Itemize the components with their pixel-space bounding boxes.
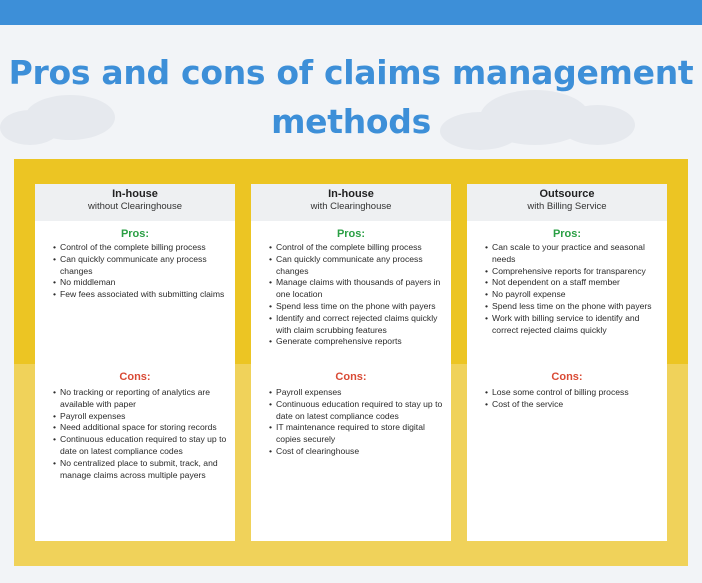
pros-item: Work with billing service to identify an… <box>467 313 667 337</box>
card-title: Outsource <box>539 188 595 200</box>
page-title: Pros and cons of claims management metho… <box>8 53 694 141</box>
cons-item: No centralized place to submit, track, a… <box>35 458 235 482</box>
pros-item: Spend less time on the phone with payers <box>467 301 667 313</box>
cons-item: Cost of clearinghouse <box>251 446 451 458</box>
cons-list: Lose some control of billing process Cos… <box>467 387 667 411</box>
cons-item: Continuous education required to stay up… <box>251 399 451 423</box>
pros-list: Control of the complete billing process … <box>251 242 451 348</box>
pros-item: Can scale to your practice and seasonal … <box>467 242 667 266</box>
cons-heading: Cons: <box>335 371 367 383</box>
card-header: In-house with Clearinghouse <box>251 184 451 221</box>
pros-item: Few fees associated with submitting clai… <box>35 289 235 301</box>
cons-list: Payroll expenses Continuous education re… <box>251 387 451 458</box>
cons-item: Payroll expenses <box>35 411 235 423</box>
cons-item: Lose some control of billing process <box>467 387 667 399</box>
card-subtitle: without Clearinghouse <box>87 201 182 212</box>
cloud-decoration-left-2 <box>0 110 60 145</box>
pros-item: Can quickly communicate any process chan… <box>35 254 235 278</box>
pros-item: Can quickly communicate any process chan… <box>251 254 451 278</box>
top-accent-bar <box>0 0 702 25</box>
cons-item: Payroll expenses <box>251 387 451 399</box>
pros-item: No payroll expense <box>467 289 667 301</box>
cons-item: IT maintenance required to store digital… <box>251 422 451 446</box>
pros-list: Control of the complete billing process … <box>35 242 235 301</box>
pros-list: Can scale to your practice and seasonal … <box>467 242 667 336</box>
pros-heading: Pros: <box>552 228 582 240</box>
card-inhouse-with-clearinghouse: In-house with Clearinghouse Pros: Contro… <box>251 184 451 541</box>
card-header: Outsource with Billing Service <box>467 184 667 221</box>
cloud-decoration-right-2 <box>440 112 520 150</box>
card-header: In-house without Clearinghouse <box>35 184 235 221</box>
card-title: In-house <box>112 188 158 200</box>
cons-item: Continuous education required to stay up… <box>35 434 235 458</box>
pros-item: Comprehensive reports for transparency <box>467 266 667 278</box>
pros-item: Generate comprehensive reports <box>251 336 451 348</box>
cons-heading: Cons: <box>551 371 583 383</box>
pros-item: Spend less time on the phone with payers <box>251 301 451 313</box>
pros-item: Control of the complete billing process <box>251 242 451 254</box>
pros-item: Manage claims with thousands of payers i… <box>251 277 451 301</box>
card-subtitle: with Clearinghouse <box>310 201 392 212</box>
cloud-decoration-right-3 <box>560 105 635 145</box>
card-title: In-house <box>328 188 374 200</box>
card-inhouse-without-clearinghouse: In-house without Clearinghouse Pros: Con… <box>35 184 235 541</box>
pros-item: No middleman <box>35 277 235 289</box>
pros-heading: Pros: <box>120 228 150 240</box>
pros-item: Not dependent on a staff member <box>467 277 667 289</box>
card-outsource-billing-service: Outsource with Billing Service Pros: Can… <box>467 184 667 541</box>
pros-item: Control of the complete billing process <box>35 242 235 254</box>
pros-item: Identify and correct rejected claims qui… <box>251 313 451 337</box>
cons-list: No tracking or reporting of analytics ar… <box>35 387 235 481</box>
cons-item: Cost of the service <box>467 399 667 411</box>
cons-heading: Cons: <box>119 371 151 383</box>
cons-item: Need additional space for storing record… <box>35 422 235 434</box>
cons-item: No tracking or reporting of analytics ar… <box>35 387 235 411</box>
comparison-board: In-house without Clearinghouse Pros: Con… <box>14 159 688 566</box>
card-subtitle: with Billing Service <box>527 201 607 212</box>
pros-heading: Pros: <box>336 228 366 240</box>
